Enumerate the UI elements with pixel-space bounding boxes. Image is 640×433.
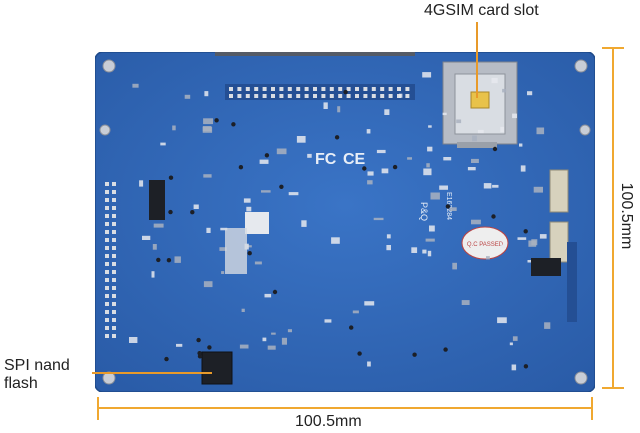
qc-stamp-text: Q.C PASSED [467,242,504,248]
pcb-substrate [95,52,595,392]
pcb-board: FC CE E162284 P&Q Q.C PASSED [95,52,595,392]
ce-mark: CE [343,151,366,168]
qc-passed-sticker: Q.C PASSED [461,226,509,260]
spi-flash-label: SPI nand flash [4,357,70,392]
mount-hole [102,59,116,73]
spi-nand-flash-chip [201,351,233,385]
mount-hole [574,59,588,73]
width-label: 100.5mm [295,413,362,430]
fc-mark: FC [315,151,337,168]
sim-slot-label: 4GSIM card slot [424,2,539,19]
header-pins-top [225,84,415,100]
top-edge-connector [215,52,415,56]
mount-hole [574,371,588,385]
board-logo: P&Q [419,202,429,221]
mount-hole [102,371,116,385]
sim-card-slot [442,61,518,148]
height-label: 100.5mm [618,182,635,250]
